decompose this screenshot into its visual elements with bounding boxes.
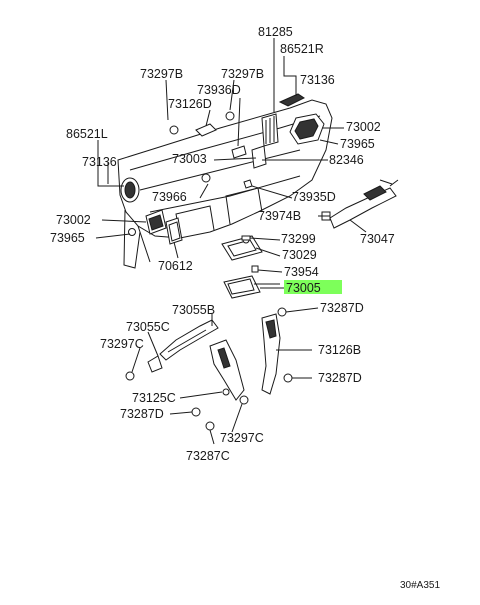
center-vent xyxy=(261,113,279,147)
callout-label: 73047 xyxy=(360,232,395,246)
callout-label: 73002 xyxy=(56,213,91,227)
callout-labels: 81285 86521R 73297B 73297B 73136 73126D … xyxy=(50,25,440,591)
leader-lines xyxy=(95,38,367,445)
lower-brackets xyxy=(147,313,281,401)
callout-label: 73003 xyxy=(172,152,207,166)
callout-label: 73287D xyxy=(320,301,364,315)
top-right-bracket xyxy=(278,93,305,107)
bolts xyxy=(125,307,293,431)
callout-label: 73965 xyxy=(50,231,85,245)
highlighted-callout-label: 73005 xyxy=(286,281,321,295)
screws xyxy=(241,211,331,273)
callout-label: 73125C xyxy=(132,391,176,405)
callout-label: 86521R xyxy=(280,42,324,56)
bracket-73047 xyxy=(329,179,399,229)
callout-label: 73126B xyxy=(318,343,361,357)
callout-label: 81285 xyxy=(258,25,293,39)
callout-label: 73055C xyxy=(126,320,170,334)
callout-label: 73297B xyxy=(140,67,183,81)
callout-label: 86521L xyxy=(66,127,108,141)
callout-label: 73136 xyxy=(300,73,335,87)
callout-label: 73297C xyxy=(220,431,264,445)
callout-label: 73297B xyxy=(221,67,264,81)
callout-label: 73966 xyxy=(152,190,187,204)
callout-label: 73287D xyxy=(120,407,164,421)
callout-label: 73935D xyxy=(292,190,336,204)
callout-label: 73287D xyxy=(318,371,362,385)
callout-label: 73126D xyxy=(168,97,212,111)
panel-70612 xyxy=(165,217,183,245)
highlight-box xyxy=(284,280,342,294)
callout-label: 73954 xyxy=(284,265,319,279)
callout-label: 70612 xyxy=(158,259,193,273)
left-end-vent xyxy=(128,209,167,236)
callout-label: 73965 xyxy=(340,137,375,151)
callout-label: 82346 xyxy=(329,153,364,167)
tray-73005 xyxy=(223,275,280,299)
callout-label: 73055B xyxy=(172,303,215,317)
drawing-code: 30#A351 xyxy=(400,580,440,591)
callout-label: 73136 xyxy=(82,155,117,169)
callout-label: 73974B xyxy=(258,209,301,223)
callout-label: 73297C xyxy=(100,337,144,351)
callout-label: 73029 xyxy=(282,248,317,262)
left-vent xyxy=(120,177,140,203)
callout-label: 73936D xyxy=(197,83,241,97)
callout-label: 73287C xyxy=(186,449,230,463)
callout-label: 73002 xyxy=(346,120,381,134)
right-vent xyxy=(289,113,325,145)
callout-label: 73299 xyxy=(281,232,316,246)
